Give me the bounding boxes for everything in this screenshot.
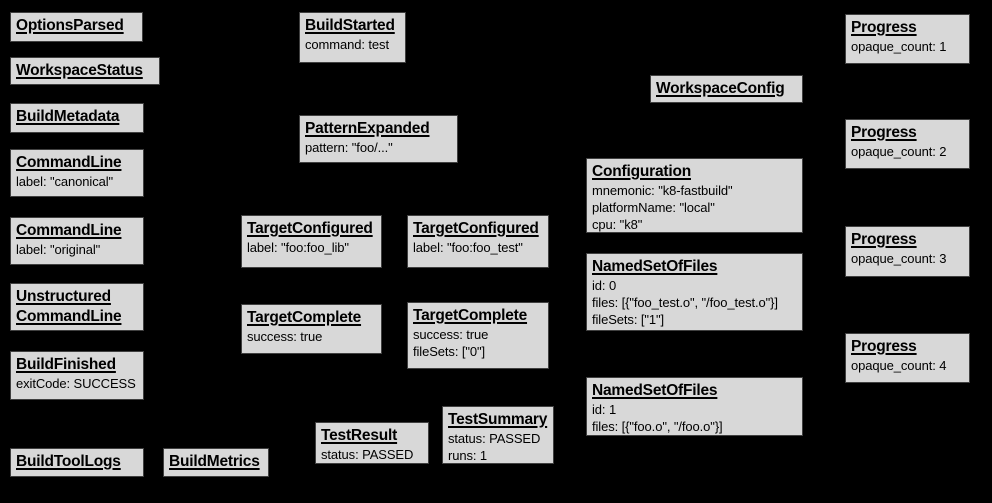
event-node-property: id: 1 [592, 402, 617, 417]
event-node-namedsetoffiles-19: NamedSetOfFiles id: 0 files: [{"foo_test.… [586, 253, 803, 331]
event-node-title: TargetComplete [247, 309, 362, 326]
event-node-workspacestatus-1: WorkspaceStatus [10, 57, 160, 85]
event-node-workspaceconfig-17: WorkspaceConfig [650, 75, 803, 103]
event-node-property: command: test [305, 37, 389, 52]
event-node-title: WorkspaceConfig [656, 80, 785, 97]
event-node-title: BuildToolLogs [16, 453, 121, 470]
event-node-title: Progress [851, 338, 917, 355]
event-node-namedsetoffiles-20: NamedSetOfFiles id: 1 files: [{"foo.o", "… [586, 377, 803, 436]
event-node-title: OptionsParsed [16, 17, 124, 34]
event-node-property: status: PASSED [321, 447, 414, 462]
event-node-property: exitCode: SUCCESS [16, 376, 136, 391]
event-node-property: cpu: "k8" [592, 217, 643, 232]
event-node-configuration-18: Configuration mnemonic: "k8-fastbuild" pl… [586, 158, 803, 233]
event-node-buildstarted-9: BuildStarted command: test [299, 12, 406, 63]
event-node-commandline-4: CommandLine label: "original" [10, 217, 144, 265]
event-node-progress-22: Progress opaque_count: 2 [845, 119, 970, 169]
event-node-title: TargetConfigured [413, 220, 539, 237]
event-node-commandline-3: CommandLine label: "canonical" [10, 149, 144, 197]
event-node-title: Progress [851, 19, 917, 36]
event-node-title: Unstructured CommandLine [16, 288, 122, 325]
event-node-title: CommandLine [16, 222, 122, 239]
event-node-title: WorkspaceStatus [16, 62, 143, 79]
event-node-buildtoollogs-7: BuildToolLogs [10, 448, 144, 477]
event-node-title: Progress [851, 231, 917, 248]
event-node-targetcomplete-14: TargetComplete success: true fileSets: ["… [407, 302, 549, 369]
event-node-testresult-15: TestResult status: PASSED [315, 422, 429, 464]
event-node-property: id: 0 [592, 278, 617, 293]
event-node-testsummary-16: TestSummary status: PASSED runs: 1 [442, 406, 554, 464]
event-node-property: files: [{"foo.o", "/foo.o"}] [592, 419, 723, 434]
event-node-title: Configuration [592, 163, 691, 180]
event-node-targetconfigured-11: TargetConfigured label: "foo:foo_lib" [241, 215, 382, 268]
event-node-property: opaque_count: 2 [851, 144, 947, 159]
event-node-title: BuildStarted [305, 17, 395, 34]
event-node-property: success: true [413, 327, 489, 342]
event-node-title: BuildMetrics [169, 453, 260, 470]
event-node-targetconfigured-12: TargetConfigured label: "foo:foo_test" [407, 215, 549, 268]
event-node-title: NamedSetOfFiles [592, 258, 718, 275]
event-node-property: runs: 1 [448, 448, 488, 463]
event-node-title: CommandLine [16, 154, 122, 171]
event-node-property: label: "original" [16, 242, 101, 257]
event-node-progress-23: Progress opaque_count: 3 [845, 226, 970, 277]
event-node-unstructured-commandline-5: Unstructured CommandLine [10, 283, 144, 331]
event-node-property: opaque_count: 3 [851, 251, 947, 266]
event-node-property: label: "foo:foo_lib" [247, 240, 349, 255]
event-node-title: PatternExpanded [305, 120, 430, 137]
event-node-property: label: "foo:foo_test" [413, 240, 523, 255]
event-node-progress-24: Progress opaque_count: 4 [845, 333, 970, 383]
event-node-property: pattern: "foo/..." [305, 140, 393, 155]
event-node-buildmetadata-2: BuildMetadata [10, 103, 144, 133]
event-node-buildmetrics-8: BuildMetrics [163, 448, 269, 477]
event-node-title: BuildFinished [16, 356, 116, 373]
event-node-property: mnemonic: "k8-fastbuild" [592, 183, 733, 198]
event-node-title: TargetConfigured [247, 220, 373, 237]
event-node-title: BuildMetadata [16, 108, 120, 125]
event-node-property: status: PASSED [448, 431, 541, 446]
event-node-property: label: "canonical" [16, 174, 114, 189]
event-node-buildfinished-6: BuildFinished exitCode: SUCCESS [10, 351, 144, 400]
event-node-property: fileSets: ["0"] [413, 344, 486, 359]
event-node-title: TestResult [321, 427, 398, 444]
event-node-title: NamedSetOfFiles [592, 382, 718, 399]
event-node-optionsparsed-0: OptionsParsed [10, 12, 143, 42]
event-node-progress-21: Progress opaque_count: 1 [845, 14, 970, 64]
event-node-property: fileSets: ["1"] [592, 312, 665, 327]
event-node-title: TestSummary [448, 411, 548, 428]
event-node-targetcomplete-13: TargetComplete success: true [241, 304, 382, 354]
event-node-property: success: true [247, 329, 323, 344]
event-node-property: platformName: "local" [592, 200, 715, 215]
event-node-property: files: [{"foo_test.o", "/foo_test.o"}] [592, 295, 778, 310]
event-node-property: opaque_count: 1 [851, 39, 947, 54]
event-node-title: Progress [851, 124, 917, 141]
event-node-property: opaque_count: 4 [851, 358, 947, 373]
event-node-patternexpanded-10: PatternExpanded pattern: "foo/..." [299, 115, 458, 163]
event-node-title: TargetComplete [413, 307, 528, 324]
